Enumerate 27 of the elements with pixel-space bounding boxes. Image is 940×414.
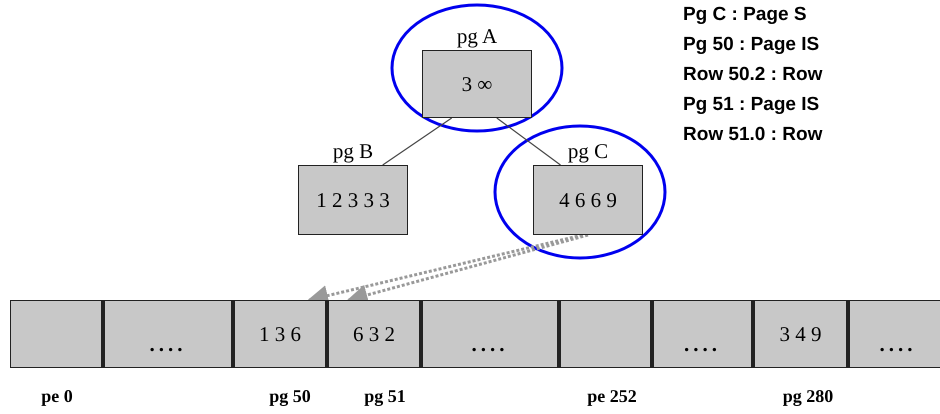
page-cell: 6 3 2 (328, 300, 422, 368)
page-label: pg 50 (269, 386, 311, 407)
page-cell: .... (104, 300, 234, 368)
page-box: 3 ∞ (422, 50, 532, 118)
page-cell: .... (422, 300, 560, 368)
page-label: pg 280 (782, 386, 834, 407)
page-box: 1 2 3 3 3 (298, 165, 408, 235)
page-cell: .... (653, 300, 754, 368)
page-label: pe 252 (587, 386, 637, 407)
note-text: Pg 51 : Page IS (683, 94, 820, 116)
page-label: pe 0 (41, 386, 73, 407)
page-cell (10, 300, 104, 368)
page-cell: 1 3 6 (234, 300, 328, 368)
page-label: pg 51 (364, 386, 406, 407)
page-label: pg A (456, 24, 498, 49)
page-cell (560, 300, 653, 368)
page-cell: 3 4 9 (754, 300, 849, 368)
page-label: pg B (332, 139, 374, 164)
connector-line (496, 118, 561, 166)
note-text: Pg 50 : Page IS (683, 34, 820, 56)
note-text: Pg C : Page S (683, 4, 807, 26)
page-box: 4 6 6 9 (533, 165, 643, 235)
page-cell: .... (849, 300, 940, 368)
note-text: Row 50.2 : Row (683, 64, 822, 86)
connector-line (382, 118, 452, 166)
page-label: pg C (568, 139, 608, 164)
note-text: Row 51.0 : Row (683, 124, 822, 146)
